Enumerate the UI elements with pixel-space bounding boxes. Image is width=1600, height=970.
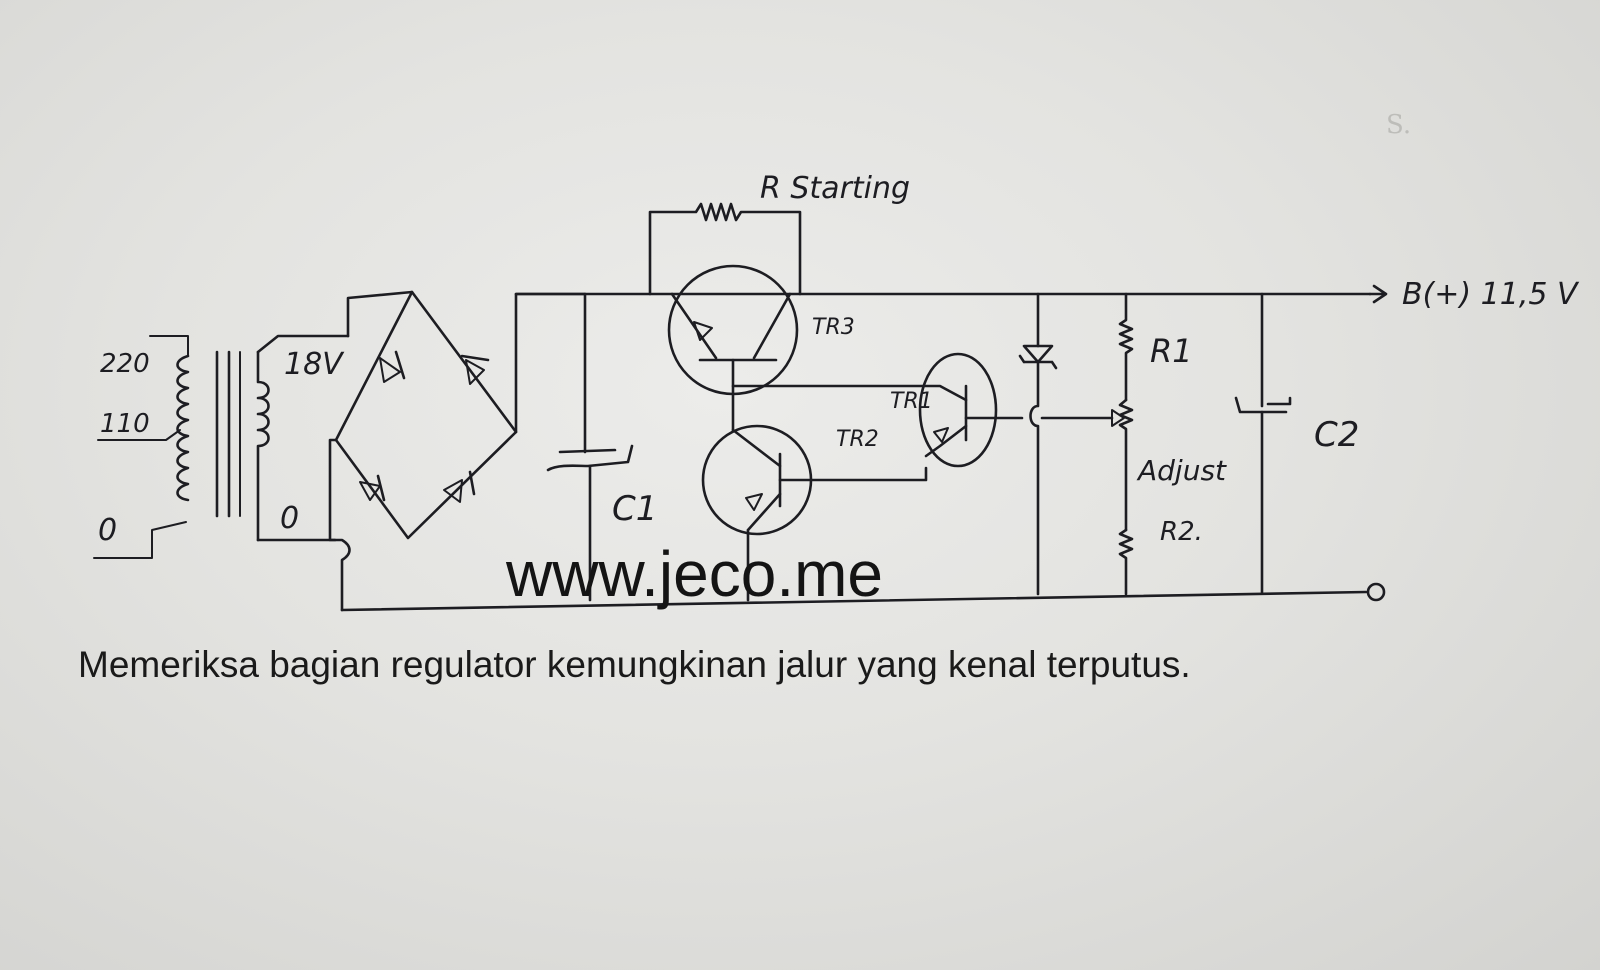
secondary-top-lead xyxy=(256,334,350,354)
adjust-label: Adjust xyxy=(1136,454,1227,487)
diode-1 xyxy=(379,350,406,383)
output-ground-terminal xyxy=(1366,582,1386,602)
c2-label: C2 xyxy=(1314,415,1359,455)
r-starting-label: R Starting xyxy=(760,171,910,206)
bridge-left-lead xyxy=(328,438,351,612)
tr1-label: TR1 xyxy=(890,389,933,414)
diode-3 xyxy=(359,474,386,502)
output-label: B(+) 11,5 V xyxy=(1402,277,1580,312)
transistor-tr2: TR2 xyxy=(701,424,928,602)
primary-lead-110 xyxy=(97,429,181,441)
tap-110-label: 110 xyxy=(100,409,150,439)
r1-resistor xyxy=(1118,292,1134,402)
rails: B(+) 11,5 V xyxy=(340,277,1580,612)
output-arrow xyxy=(1368,284,1388,304)
r-starting: R Starting xyxy=(648,171,910,296)
bridge-diamond xyxy=(334,290,518,540)
zener-diode xyxy=(1018,292,1114,596)
resistor-divider: R1 Adjust R2. xyxy=(1111,292,1227,596)
watermark: www.jeco.me xyxy=(505,538,883,610)
diode-4 xyxy=(443,470,476,503)
caption: Memeriksa bagian regulator kemungkinan j… xyxy=(78,644,1191,685)
page-mark: S. xyxy=(1386,110,1412,140)
transistor-tr3: TR3 xyxy=(667,264,855,432)
ground-rail xyxy=(340,590,1368,612)
secondary-18v-label: 18V xyxy=(284,347,345,382)
diode-2 xyxy=(460,354,490,385)
c1-label: C1 xyxy=(612,489,657,529)
secondary-0-label: 0 xyxy=(280,501,299,536)
tr2-label: TR2 xyxy=(836,427,879,452)
bridge-top-lead xyxy=(346,290,414,338)
capacitor-c1: C1 xyxy=(546,292,657,602)
primary-lead-220 xyxy=(149,335,189,357)
transistor-tr1: TR1 xyxy=(731,352,1024,468)
primary-lead-0 xyxy=(93,521,187,559)
r-starting-wire xyxy=(648,202,802,296)
primary-winding xyxy=(176,354,190,502)
transformer: 220 110 0 18V 0 xyxy=(93,334,350,559)
bridge-right-lead xyxy=(514,292,587,434)
r2-resistor xyxy=(1118,528,1134,596)
tr3-label: TR3 xyxy=(812,315,855,340)
secondary-winding xyxy=(256,350,270,542)
tr1-body xyxy=(918,352,998,468)
tap-0-primary-label: 0 xyxy=(98,513,117,548)
r1-label: R1 xyxy=(1150,332,1193,370)
capacitor-c2: C2 xyxy=(1234,292,1359,594)
tap-220-label: 220 xyxy=(100,349,150,379)
r2-label: R2. xyxy=(1160,517,1203,547)
adjust-pot xyxy=(1118,398,1134,532)
